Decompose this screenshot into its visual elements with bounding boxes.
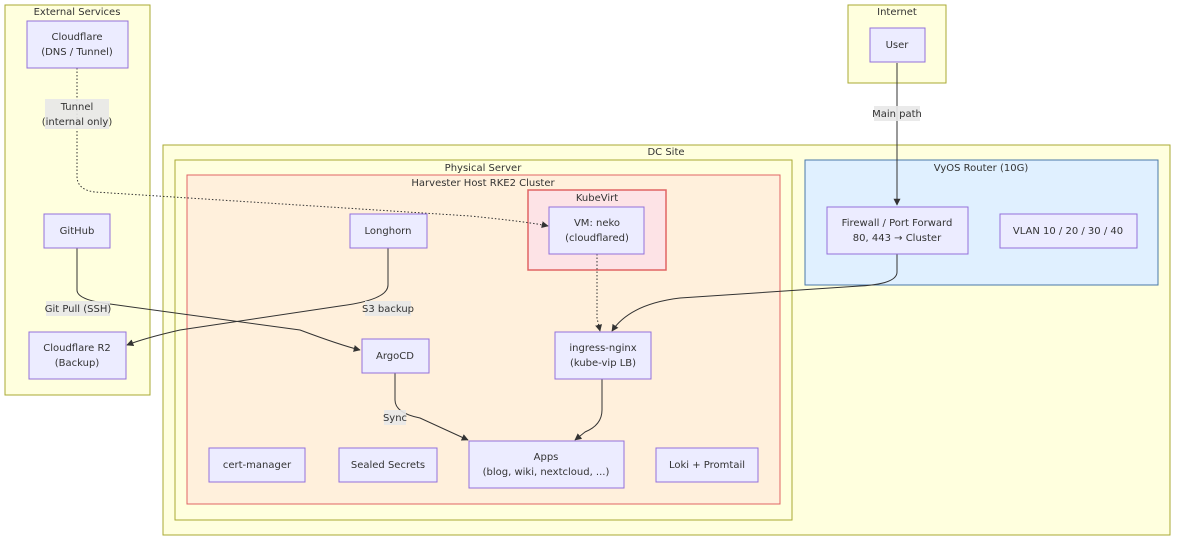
svg-text:Loki + Promtail: Loki + Promtail xyxy=(669,460,745,471)
node-cert-manager[interactable]: cert-manager xyxy=(208,447,306,483)
svg-text:(internal only): (internal only) xyxy=(42,117,113,128)
svg-text:ingress-nginx: ingress-nginx xyxy=(569,343,636,354)
node-user[interactable]: User xyxy=(869,27,926,63)
cluster-title-vyos: VyOS Router (10G) xyxy=(934,163,1029,174)
svg-text:(kube-vip LB): (kube-vip LB) xyxy=(570,358,636,369)
node-vlan[interactable]: VLAN 10 / 20 / 30 / 40 xyxy=(999,213,1138,249)
edge-label-git-pull: Git Pull (SSH) xyxy=(45,301,112,316)
svg-text:Sync: Sync xyxy=(383,413,407,424)
edge-firewall-ingress xyxy=(611,254,898,332)
svg-text:VLAN 10 / 20 / 30 / 40: VLAN 10 / 20 / 30 / 40 xyxy=(1013,226,1123,237)
svg-text:S3 backup: S3 backup xyxy=(362,304,414,315)
svg-text:(DNS / Tunnel): (DNS / Tunnel) xyxy=(41,47,113,58)
node-cloudflare-r2[interactable]: Cloudflare R2 (Backup) xyxy=(28,331,127,380)
cluster-title-harvester: Harvester Host RKE2 Cluster xyxy=(411,178,555,189)
svg-text:Main path: Main path xyxy=(872,109,922,120)
edge-label-sync: Sync xyxy=(383,410,407,425)
svg-text:VM: neko: VM: neko xyxy=(574,218,620,229)
edge-tunnel xyxy=(76,68,549,229)
node-longhorn[interactable]: Longhorn xyxy=(349,213,428,249)
svg-text:Git Pull (SSH): Git Pull (SSH) xyxy=(45,304,112,315)
node-argocd[interactable]: ArgoCD xyxy=(361,338,430,374)
node-firewall[interactable]: Firewall / Port Forward 80, 443 → Cluste… xyxy=(826,206,969,255)
svg-text:Firewall / Port Forward: Firewall / Port Forward xyxy=(842,218,953,229)
svg-text:(cloudflared): (cloudflared) xyxy=(565,233,629,244)
cluster-title-kubevirt: KubeVirt xyxy=(576,193,618,204)
svg-text:cert-manager: cert-manager xyxy=(223,460,292,471)
node-ingress-nginx[interactable]: ingress-nginx (kube-vip LB) xyxy=(554,331,652,380)
edge-s3-backup xyxy=(126,248,389,346)
node-cloudflare[interactable]: Cloudflare (DNS / Tunnel) xyxy=(26,20,129,69)
svg-text:Tunnel: Tunnel xyxy=(60,102,94,113)
edge-neko-ingress xyxy=(595,254,602,332)
svg-text:User: User xyxy=(886,40,910,51)
cluster-title-physical: Physical Server xyxy=(445,163,523,174)
node-github[interactable]: GitHub xyxy=(43,213,111,249)
svg-text:Cloudflare R2: Cloudflare R2 xyxy=(43,343,111,354)
node-vm-neko[interactable]: VM: neko (cloudflared) xyxy=(548,206,645,255)
cluster-title-dc: DC Site xyxy=(647,147,684,158)
svg-text:Longhorn: Longhorn xyxy=(365,226,412,237)
edge-label-main-path: Main path xyxy=(872,106,922,121)
node-loki-promtail[interactable]: Loki + Promtail xyxy=(655,447,759,483)
edge-ingress-apps xyxy=(574,379,603,441)
cluster-title-external: External Services xyxy=(34,7,121,18)
svg-text:ArgoCD: ArgoCD xyxy=(376,351,414,362)
svg-text:Sealed Secrets: Sealed Secrets xyxy=(351,460,425,471)
svg-text:GitHub: GitHub xyxy=(60,226,95,237)
svg-text:Apps: Apps xyxy=(534,452,559,463)
node-apps[interactable]: Apps (blog, wiki, nextcloud, ...) xyxy=(468,440,625,489)
svg-text:(Backup): (Backup) xyxy=(55,358,100,369)
svg-text:(blog, wiki, nextcloud, ...): (blog, wiki, nextcloud, ...) xyxy=(483,467,610,478)
cluster-title-internet: Internet xyxy=(877,7,917,18)
svg-text:Cloudflare: Cloudflare xyxy=(51,32,102,43)
svg-text:80, 443 → Cluster: 80, 443 → Cluster xyxy=(853,233,942,244)
edge-label-s3-backup: S3 backup xyxy=(362,301,414,316)
node-sealed-secrets[interactable]: Sealed Secrets xyxy=(338,447,438,483)
edge-label-tunnel: Tunnel (internal only) xyxy=(42,99,113,129)
cluster-external-services: External Services xyxy=(4,4,151,396)
